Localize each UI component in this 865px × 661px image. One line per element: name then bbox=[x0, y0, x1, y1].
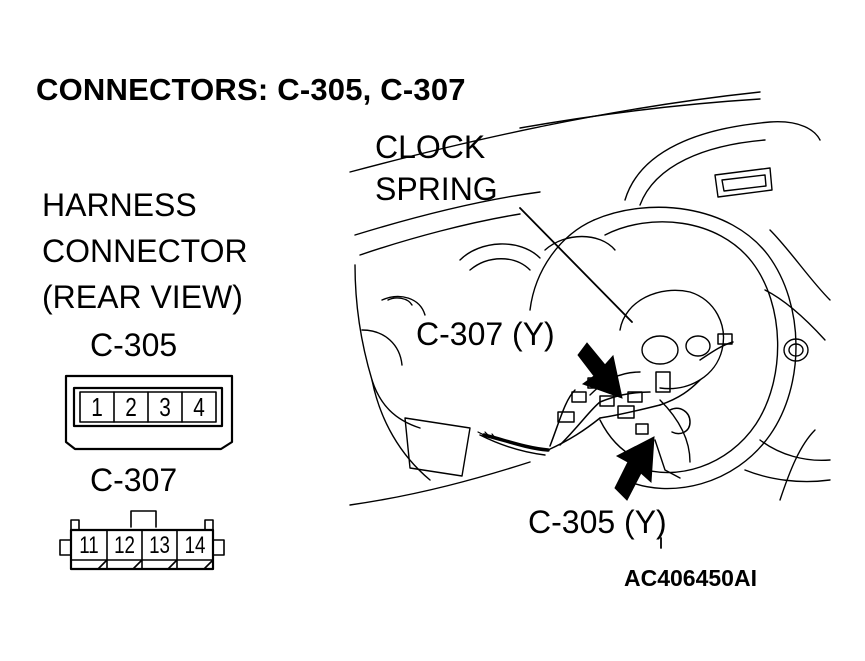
dashboard-illustration bbox=[349, 91, 831, 506]
c307-pin-11: 11 bbox=[79, 532, 99, 559]
c307-callout-arrow bbox=[577, 342, 623, 399]
c307-pin-12: 12 bbox=[114, 532, 135, 559]
harness-label-line1: HARNESS bbox=[42, 187, 197, 223]
page-title: CONNECTORS: C-305, C-307 bbox=[36, 72, 466, 107]
c305-connector-name: C-305 bbox=[90, 327, 178, 363]
c305-callout-label: C-305 (Y) bbox=[528, 504, 667, 540]
c307-connector-shape bbox=[59, 510, 225, 571]
c305-callout-arrow bbox=[614, 436, 655, 501]
c305-connector-shape bbox=[64, 374, 234, 451]
clock-spring-label-line2: SPRING bbox=[375, 171, 498, 207]
c305-pin-4: 4 bbox=[193, 392, 205, 422]
c307-connector-name: C-307 bbox=[90, 462, 178, 498]
c307-callout-label: C-307 (Y) bbox=[414, 316, 557, 352]
harness-label-line3: (REAR VIEW) bbox=[42, 279, 243, 315]
c307-pin-14: 14 bbox=[184, 532, 206, 559]
c305-pin-2: 2 bbox=[125, 392, 137, 422]
figure-code: AC406450AI bbox=[624, 565, 757, 591]
harness-label-line2: CONNECTOR bbox=[42, 233, 248, 269]
c305-pin-1: 1 bbox=[91, 392, 103, 422]
wiring-harness bbox=[477, 333, 734, 452]
clock-spring-leader bbox=[519, 207, 633, 323]
clock-spring-label-line1: CLOCK bbox=[375, 129, 486, 165]
c305-pin-3: 3 bbox=[159, 392, 171, 422]
c307-pin-13: 13 bbox=[149, 532, 170, 559]
